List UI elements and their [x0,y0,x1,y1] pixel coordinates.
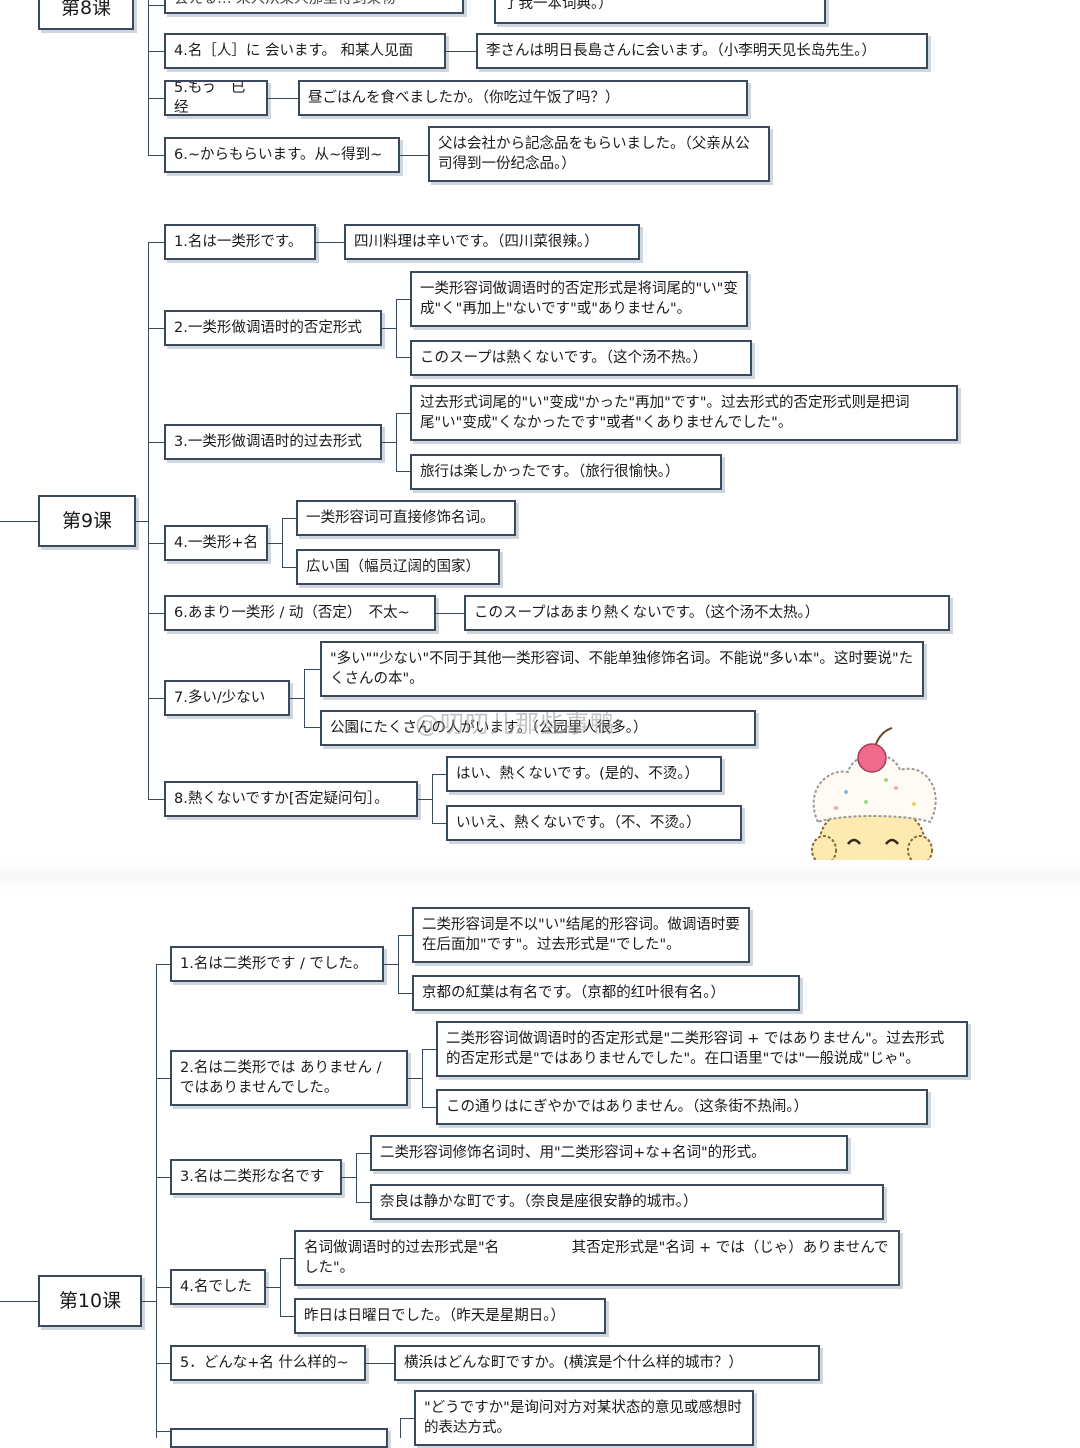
lesson10-item2: 2.名は二类形では ありません / ではありませんでした。 [170,1050,408,1106]
lesson8-item4: 4.名［人］に 会います。 和某人见面 [164,33,446,69]
lesson9-item8-no: いいえ、熱くないです。（不、不烫。） [446,805,742,841]
cupcake-sticker [811,727,937,886]
lesson10-item5-example: 横浜はどんな町ですか。(横滨是个什么样的城市？） [394,1345,820,1381]
lesson10-title: 第10课 [38,1275,142,1327]
lesson9-item8-yes: はい、熱くないです。(是的、不烫。） [446,756,722,792]
lesson9-item2-example: このスープは熱くないです。（这个汤不热。） [410,340,752,376]
lesson10-item3: 3.名は二类形な名です [170,1159,342,1195]
lesson8-item5-example: 昼ごはんを食べましたか。（你吃过午饭了吗？） [298,80,748,116]
lesson10-item1-example: 京都の紅葉は有名です。（京都的红叶很有名。） [412,975,800,1011]
lesson9-item7: 7.多い/少ない [164,680,290,716]
lesson10-item4-example: 昨日は日曜日でした。（昨天是星期日。） [294,1298,606,1334]
lesson10-item3-note: 二类形容词修饰名词时、用"二类形容词+な+名词"的形式。 [370,1135,848,1171]
lesson10-item4: 4.名でした [170,1269,266,1305]
page-separator [0,860,1080,892]
lesson10-item3-example: 奈良は静かな町です。（奈良是座很安静的城市。） [370,1184,884,1220]
lesson10-item2-note: 二类形容词做调语时的否定形式是"二类形容词 + ではありません"。过去形式的否定… [436,1021,968,1077]
lesson9-spine [148,242,149,800]
lesson8-spine [148,0,149,156]
lesson9-item4-example: 広い国（幅员辽阔的国家） [296,549,500,585]
lesson9-item1-example: 四川料理は辛いです。（四川菜很辣。） [344,224,640,260]
lesson9-item3-note: 过去形式词尾的"い"变成"かった"再加"です"。过去形式的否定形式则是把词尾"い… [410,385,958,441]
lesson9-item7-note: "多い""少ない"不同于其他一类形容词、不能单独修饰名词。不能说"多い本"。这时… [320,641,924,697]
lesson8-item6: 6.~からもらいます。从~得到~ [164,137,400,173]
lesson9-item2-note: 一类形容词做调语时的否定形式是将词尾的"い"变成"く"再加上"ないです"或"あり… [410,271,748,327]
watermark: @叨叨儿那些事鸭 [415,710,615,738]
lesson10-item2-example: この通りはにぎやかではありません。（这条街不热闹。） [436,1089,928,1125]
lesson8-title: 第8课 [38,0,134,30]
lesson9-item4-note: 一类形容词可直接修饰名词。 [296,500,516,536]
lesson9-item6: 6.あまり一类形 / 动（否定） 不太~ [164,595,436,631]
lesson9-item3-example: 旅行は楽しかったです。（旅行很愉快。） [410,454,722,490]
lesson9-item1: 1.名は一类形です。 [164,224,316,260]
lesson10-item6 [170,1428,388,1448]
lesson8-item4-example: 李さんは明日長島さんに会います。（小李明天见长岛先生。） [476,33,928,69]
lesson9-item2: 2.一类形做调语时的否定形式 [164,310,382,346]
lesson9-item7-example: 公園にたくさんの人がいます。（公园里人很多。） [320,710,756,746]
lesson10-spine [156,964,157,1438]
lesson8-item3-example: 了我一本词典。） [494,0,826,24]
lesson8-item3: 会える… 来人从某人那里得到某物 [164,0,464,14]
lesson9-item4: 4.一类形+名 [164,525,268,561]
lesson9-title: 第9课 [38,495,136,547]
lesson8-item6-example: 父は会社から記念品をもらいました。（父亲从公司得到一份纪念品。） [428,126,770,182]
lesson9-item3: 3.一类形做调语时的过去形式 [164,424,382,460]
lesson9-item6-example: このスープはあまり熱くないです。（这个汤不太热。） [464,595,950,631]
lesson10-item1: 1.名は二类形です / でした。 [170,946,384,982]
lesson10-item1-note: 二类形容词是不以"い"结尾的形容词。做调语时要在后面加"です"。过去形式是"でし… [412,907,750,963]
lesson9-item8: 8.熱くないですか[否定疑问句］。 [164,781,418,817]
lesson10-item5: 5．どんな+名 什么样的~ [170,1345,366,1381]
lesson8-item5: 5.もう 已经 [164,80,268,116]
lesson10-item4-note: 名词做调语时的过去形式是"名 其否定形式是"名词 + では（じゃ）ありませんでし… [294,1230,900,1286]
